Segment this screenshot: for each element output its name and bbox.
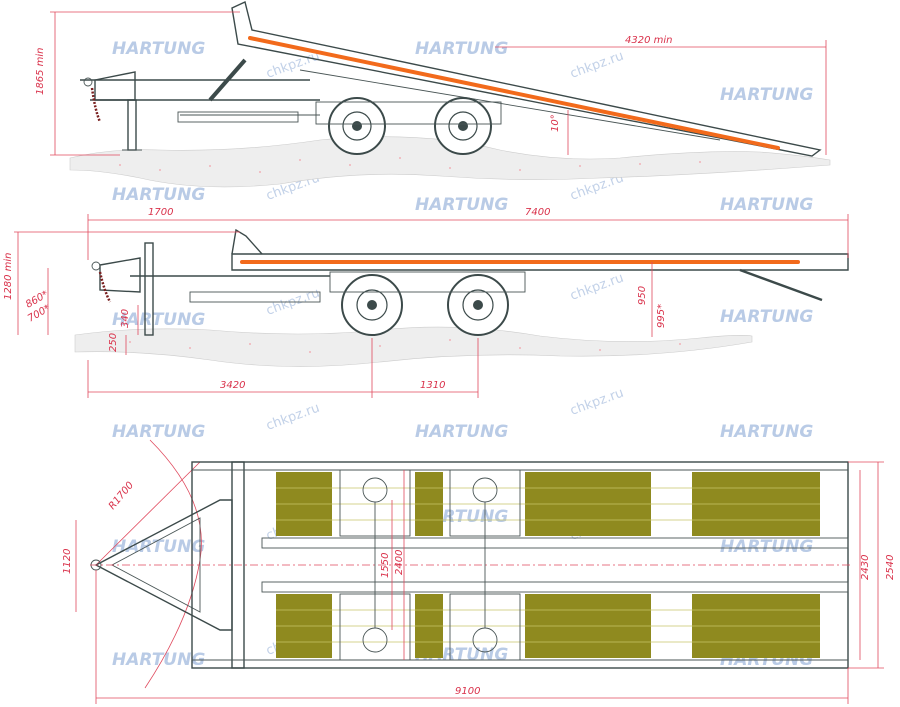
drawbar (94, 71, 136, 101)
svg-text:chkpz.ru: chkpz.ru (568, 49, 625, 82)
svg-text:chkpz.ru: chkpz.ru (264, 49, 321, 82)
battery-box (177, 111, 299, 123)
deck-board-lines (276, 487, 820, 643)
dim-2540: 2540 (885, 555, 896, 580)
axle-assembly-front (339, 469, 411, 661)
svg-text:HARTUNG: HARTUNG (112, 185, 205, 205)
deck-underside (299, 69, 721, 141)
svg-text:HARTUNG: HARTUNG (112, 537, 205, 557)
watermark-hartung: HARTUNG (112, 537, 205, 557)
hydraulic-cylinder (208, 58, 247, 102)
battery-box-2 (189, 291, 321, 303)
drawbar-inner (111, 517, 201, 613)
svg-text:chkpz.ru: chkpz.ru (264, 401, 321, 434)
dim-length-4320: 4320 min (625, 35, 673, 46)
watermark-hartung: HARTUNG (720, 537, 813, 557)
svg-text:chkpz.ru: chkpz.ru (568, 386, 625, 419)
svg-text:HARTUNG: HARTUNG (112, 39, 205, 59)
watermark-hartung: HARTUNG (720, 85, 813, 105)
dim-r1700: R1700 (107, 480, 136, 512)
watermark-hartung: HARTUNG (415, 195, 508, 215)
svg-text:HARTUNG: HARTUNG (415, 39, 508, 59)
dim-7400: 7400 (525, 207, 550, 218)
svg-text:HARTUNG: HARTUNG (415, 422, 508, 442)
plan-view: R1700 1120 (62, 439, 896, 704)
suspension-bracket (315, 101, 502, 125)
deck-stripe (248, 36, 780, 150)
dim-250: 250 (108, 333, 119, 352)
dim-9100: 9100 (455, 686, 480, 697)
svg-text:HARTUNG: HARTUNG (112, 422, 205, 442)
svg-text:chkpz.ru: chkpz.ru (568, 271, 625, 304)
wheel-rear (434, 97, 492, 155)
wheel-rear-2 (447, 274, 509, 336)
dim-1550: 1550 (380, 553, 391, 578)
watermark-hartung: HARTUNG (112, 39, 205, 59)
drawbar-2 (99, 257, 141, 293)
watermark-site: chkpz.ru (568, 271, 625, 304)
watermark-site: chkpz.ru (264, 401, 321, 434)
watermark-site: chkpz.ru (568, 386, 625, 419)
svg-text:HARTUNG: HARTUNG (720, 422, 813, 442)
drawbar-plan (94, 499, 233, 631)
plan-center-spine-bottom (261, 581, 849, 593)
watermark-hartung: HARTUNG (112, 310, 205, 330)
dim-1310: 1310 (420, 380, 445, 391)
dim-angle-10: 10° (550, 114, 561, 132)
dim-2430: 2430 (860, 555, 871, 580)
ground-terrain-2 (74, 326, 753, 367)
dim-1120: 1120 (62, 549, 73, 574)
ground-terrain (69, 136, 831, 188)
axle-assembly-rear (449, 469, 521, 661)
watermark-hartung: HARTUNG (720, 422, 813, 442)
support-leg (127, 99, 137, 151)
safety-chain-2 (98, 271, 112, 303)
dim-950: 950 (637, 286, 648, 305)
watermark-hartung: HARTUNG (720, 195, 813, 215)
support-leg-2 (144, 242, 154, 336)
tilted-deck (231, 1, 822, 157)
watermark-hartung: HARTUNG (112, 185, 205, 205)
svg-text:HARTUNG: HARTUNG (112, 650, 205, 670)
ground-speckle (119, 157, 701, 173)
hitch-eye (83, 77, 93, 87)
front-headboard (231, 228, 263, 255)
svg-text:HARTUNG: HARTUNG (112, 310, 205, 330)
dim-340: 340 (120, 309, 131, 328)
dim-3420: 3420 (220, 380, 245, 391)
svg-text:HARTUNG: HARTUNG (720, 85, 813, 105)
watermark-hartung: HARTUNG (112, 422, 205, 442)
hitch-eye-2 (91, 261, 101, 271)
svg-text:HARTUNG: HARTUNG (720, 195, 813, 215)
watermark-site: chkpz.ru (568, 49, 625, 82)
svg-text:HARTUNG: HARTUNG (415, 195, 508, 215)
dim-height-1280: 1280 min (3, 253, 14, 301)
watermark-hartung: HARTUNG (415, 422, 508, 442)
dim-2400: 2400 (394, 550, 405, 575)
flat-deck (231, 253, 849, 271)
dim-995: 995* (656, 304, 667, 328)
tilted-side-view: 1865 min 4320 min 10° (35, 1, 831, 188)
watermark-hartung: HARTUNG (112, 650, 205, 670)
suspension-bracket-2 (329, 271, 526, 293)
plan-front-beam (231, 461, 245, 669)
watermark-hartung: HARTUNG (415, 39, 508, 59)
wheel-front-2 (341, 274, 403, 336)
transport-side-view: 1700 7400 1280 min 860* 700* 340 250 950… (3, 207, 849, 398)
ground-speckle-2 (129, 339, 681, 353)
wheel-front (328, 97, 386, 155)
safety-chain (90, 87, 102, 123)
plan-center-spine-top (261, 537, 849, 549)
dim-1700: 1700 (148, 207, 173, 218)
loading-ramp (739, 268, 823, 302)
watermark-site: chkpz.ru (264, 49, 321, 82)
dim-height-1865: 1865 min (35, 48, 46, 96)
svg-text:HARTUNG: HARTUNG (720, 307, 813, 327)
svg-text:HARTUNG: HARTUNG (720, 537, 813, 557)
watermark-hartung: HARTUNG (720, 307, 813, 327)
radius-line (95, 461, 201, 566)
